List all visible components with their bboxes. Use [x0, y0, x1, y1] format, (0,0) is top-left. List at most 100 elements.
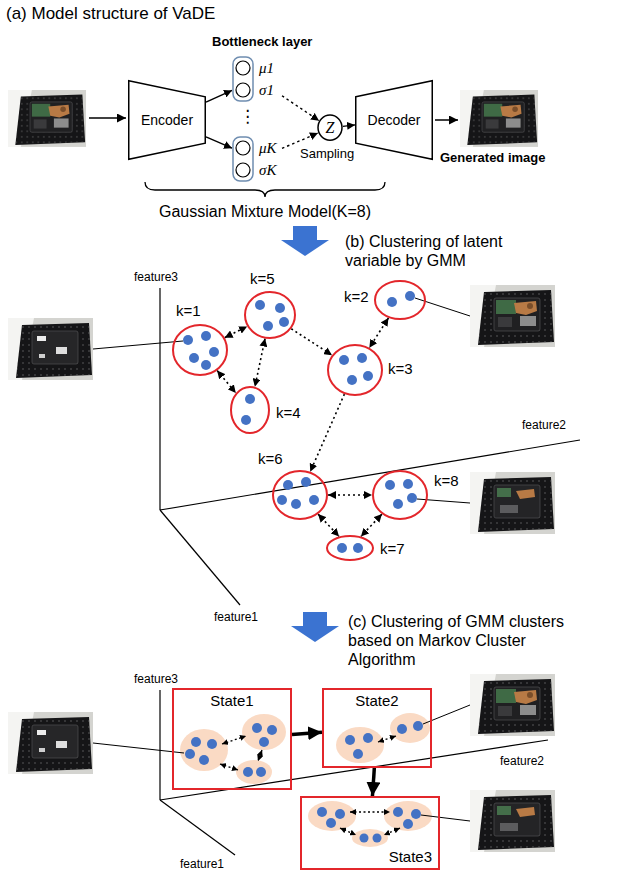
cluster-region: [336, 727, 384, 763]
connector-arrow: [255, 339, 265, 387]
data-point: [279, 317, 289, 327]
neuron-circle: [236, 83, 250, 97]
process-caption: Sampling: [300, 146, 354, 162]
data-point: [393, 499, 403, 509]
trapezoid-shape: [129, 81, 206, 160]
transition-line: [340, 828, 356, 835]
data-point: [277, 495, 287, 505]
cluster-label: k=2: [344, 288, 369, 306]
transition-line: [384, 828, 400, 835]
state-label: State2: [355, 692, 398, 710]
connector-arrow: [206, 137, 232, 148]
decoder-block: Decoder: [355, 80, 433, 160]
input-arrow: [89, 117, 126, 119]
connector-arrow: [318, 514, 339, 536]
connector-arrow: [328, 494, 372, 496]
gmm-cluster: k=2: [374, 280, 426, 320]
data-point: [263, 321, 273, 331]
data-point: [201, 360, 211, 370]
neuron-circle: [236, 141, 250, 155]
cluster-region: [352, 829, 388, 847]
gmm-cluster: k=8: [372, 470, 428, 520]
data-point: [317, 807, 327, 817]
data-point: [275, 303, 285, 313]
data-point: [256, 767, 266, 777]
state-box: State3: [300, 796, 440, 870]
transition-line: [378, 736, 396, 742]
sigma-symbol: σ1: [259, 81, 274, 99]
data-point: [405, 291, 415, 301]
data-point: [241, 415, 251, 425]
curly-brace: [145, 182, 385, 197]
data-point: [335, 809, 345, 819]
data-point: [189, 353, 199, 363]
axis-line: [160, 800, 235, 855]
cluster-ellipse: [231, 387, 269, 433]
gmm-cluster: k=4: [230, 386, 270, 434]
gmm-cluster: k=7: [326, 535, 374, 561]
cluster-label: k=3: [388, 360, 413, 378]
state-box: State1: [172, 688, 292, 790]
variable-symbol: Z: [326, 118, 335, 137]
panel-heading: (b) Clustering of latent variable by GMM: [345, 232, 560, 270]
data-point: [357, 353, 367, 363]
gmm-cluster-outline: [326, 535, 374, 561]
bottleneck-unit-outline: [232, 56, 282, 102]
gmm-cluster-outline: [374, 280, 426, 320]
data-point: [353, 543, 363, 553]
ellipsis-mark: ⋮: [239, 106, 256, 126]
data-point: [259, 737, 269, 747]
state-photo: [470, 674, 555, 736]
data-point: [252, 723, 262, 733]
bottleneck-unit: μKσK: [232, 136, 282, 182]
gmm-cluster: k=1: [172, 324, 228, 376]
data-point: [183, 335, 193, 345]
mean-symbol: μ1: [259, 59, 274, 77]
connector-arrow: [282, 96, 319, 121]
gmm-cluster-outline: [327, 344, 383, 396]
sigma-symbol: σK: [259, 161, 276, 179]
connector-arrow: [217, 371, 236, 393]
axis-label: feature3: [134, 270, 178, 284]
cluster-region: [308, 801, 356, 831]
step-arrow: [281, 226, 329, 256]
gmm-cluster: k=5: [244, 291, 296, 339]
data-point: [360, 834, 369, 843]
cluster-label: k=4: [276, 404, 301, 422]
axis-line: [159, 690, 160, 800]
axis-line: [159, 288, 160, 510]
data-point: [326, 818, 336, 828]
connector-arrow: [361, 514, 382, 536]
leader-lines: [93, 705, 470, 821]
connector-arrow: [310, 394, 344, 472]
data-point: [413, 721, 423, 731]
data-point: [337, 543, 347, 553]
gmm-cluster-outline: [372, 470, 428, 520]
connector-arrow: [369, 318, 388, 348]
cluster-ellipse: [375, 281, 425, 319]
cluster-ellipse: [273, 471, 327, 519]
data-point: [245, 394, 255, 404]
data-point: [291, 499, 301, 509]
cluster-label: k=1: [176, 302, 201, 320]
cluster-label: k=7: [380, 540, 405, 558]
data-point: [347, 375, 357, 385]
cluster-ellipse: [173, 325, 227, 375]
axis-label: feature1: [180, 857, 224, 871]
data-point: [243, 767, 253, 777]
connector-arrow: [343, 125, 355, 127]
generated-photo: [460, 90, 538, 147]
connector-arrow: [291, 329, 332, 355]
transition-line: [222, 736, 246, 744]
neuron-circle: [236, 163, 250, 177]
data-point: [283, 480, 293, 490]
cluster-regions: [180, 713, 432, 847]
data-point: [407, 493, 417, 503]
data-point: [373, 834, 382, 843]
data-points: [185, 721, 423, 843]
unit-frame: [233, 57, 253, 101]
input-photo: [8, 90, 86, 147]
cluster-region: [390, 713, 430, 743]
